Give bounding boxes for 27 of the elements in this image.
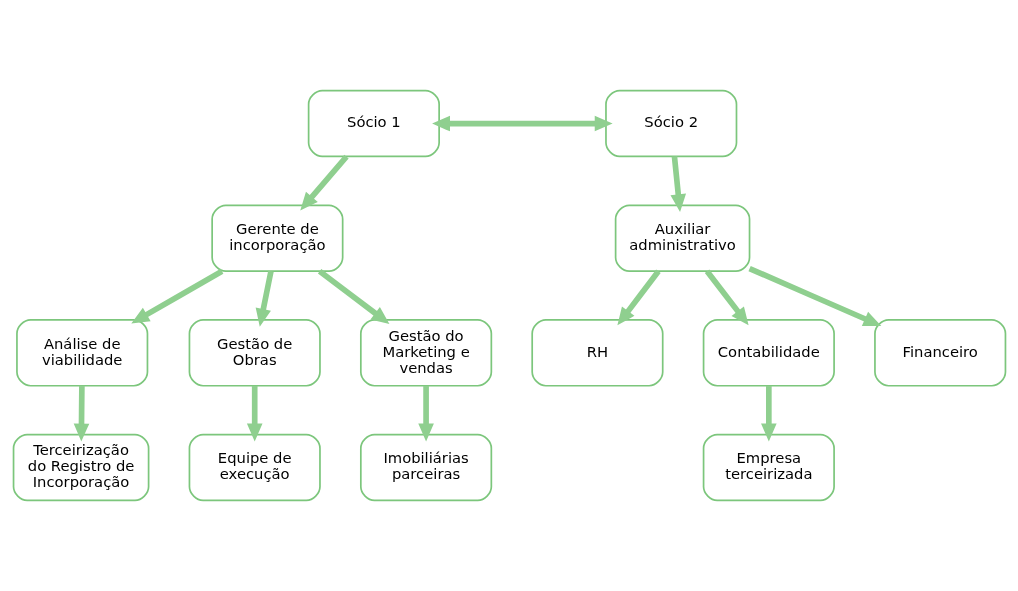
node-box: Financeiro <box>873 319 1006 387</box>
node-box: Gestão do Marketing e vendas <box>359 319 492 387</box>
arrow <box>747 265 881 327</box>
node-box: Empresa terceirizada <box>702 433 835 502</box>
arrow <box>299 154 349 211</box>
node-box: Sócio 1 <box>307 89 440 158</box>
node-box: Contabilidade <box>702 319 835 387</box>
arrow <box>246 385 262 442</box>
node-box: Imobiliárias parceiras <box>359 433 492 502</box>
node-box: RH <box>530 319 664 387</box>
node-box: Auxiliar administrativo <box>614 204 750 272</box>
arrow <box>760 385 777 442</box>
node-box: Gerente de incorporação <box>210 204 344 272</box>
node-box: Sócio 2 <box>604 89 737 158</box>
arrow <box>73 385 89 442</box>
arrow <box>704 269 749 326</box>
arrow <box>616 269 661 326</box>
node-box: Terceirização do Registro de Incorporação <box>12 433 149 502</box>
node-box: Análise de viabilidade <box>15 319 148 387</box>
arrow <box>130 268 223 324</box>
node-box: Gestão de Obras <box>188 319 321 387</box>
arrow <box>317 268 389 324</box>
arrow <box>670 156 686 213</box>
arrow <box>417 385 434 442</box>
arrow <box>255 270 274 327</box>
arrow <box>431 115 613 132</box>
node-box: Equipe de execução <box>188 433 321 502</box>
